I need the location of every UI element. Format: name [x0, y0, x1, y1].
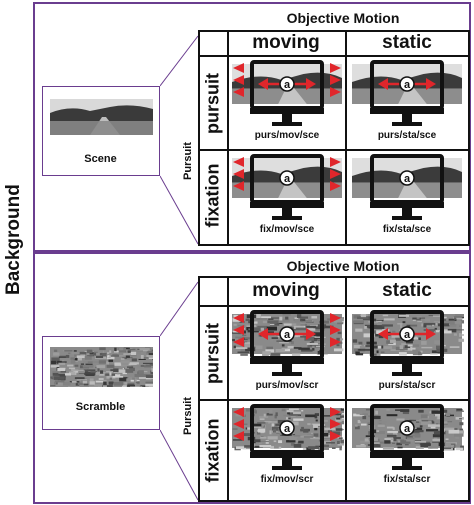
scene-col-moving: moving	[252, 32, 320, 53]
monitor-icon: a	[352, 60, 462, 126]
monitor-icon: a	[232, 154, 342, 220]
monitor-icon: a	[232, 404, 344, 470]
scene-thumbnail-caption: Scene	[84, 153, 117, 165]
cell-caption: fix/mov/sce	[259, 224, 315, 235]
cell-caption: purs/mov/sce	[254, 130, 320, 141]
target-letter: a	[284, 329, 291, 341]
cell-caption: purs/mov/scr	[255, 380, 319, 391]
scramble-row-pursuit: pursuit	[202, 323, 223, 384]
scene-cell-purs-mov: a purs/mov/sce	[230, 58, 344, 148]
scramble-cell-fix-mov: a fix/mov/scr	[230, 402, 344, 494]
target-letter: a	[404, 423, 411, 435]
target-letter: a	[284, 423, 291, 435]
scene-thumbnail-image	[50, 99, 153, 135]
scene-row-pursuit: pursuit	[202, 73, 223, 134]
target-letter: a	[284, 173, 291, 185]
scene-grid-lines	[200, 32, 468, 244]
cell-caption: fix/mov/scr	[260, 474, 314, 485]
monitor-icon: a	[352, 154, 462, 220]
scramble-thumbnail-image	[50, 347, 153, 387]
scramble-col-moving: moving	[252, 280, 320, 301]
scramble-col-static: static	[382, 280, 432, 301]
scene-panel	[33, 2, 471, 252]
scene-cell-purs-sta: a purs/sta/sce	[350, 58, 464, 148]
scene-cell-fix-mov: a fix/mov/sce	[230, 152, 344, 242]
cell-caption: fix/sta/sce	[382, 224, 432, 235]
scene-col-static: static	[382, 32, 432, 53]
scramble-row-fixation: fixation	[202, 418, 223, 483]
scramble-grid-lines	[200, 278, 468, 500]
cell-caption: purs/sta/sce	[377, 130, 437, 141]
scramble-panel	[33, 252, 471, 504]
monitor-icon: a	[352, 310, 464, 376]
monitor-icon: a	[232, 60, 342, 126]
scene-pursuit-side-label: Pursuit	[182, 142, 194, 180]
scene-cell-fix-sta: a fix/sta/sce	[350, 152, 464, 242]
cell-caption: purs/sta/scr	[378, 380, 436, 391]
target-letter: a	[284, 79, 291, 91]
monitor-icon: a	[352, 404, 464, 470]
target-letter: a	[404, 79, 411, 91]
scene-connector	[160, 35, 199, 245]
scramble-objective-motion-title: Objective Motion	[286, 258, 400, 274]
background-axis-label: Background	[3, 184, 24, 295]
scramble-cell-fix-sta: a fix/sta/scr	[350, 402, 464, 494]
scramble-connector	[160, 281, 199, 501]
cell-caption: fix/sta/scr	[383, 474, 431, 485]
target-letter: a	[404, 329, 411, 341]
scramble-pursuit-side-label: Pursuit	[182, 397, 194, 435]
scramble-cell-purs-sta: a purs/sta/scr	[350, 308, 464, 400]
scene-condition-grid	[198, 30, 470, 246]
scramble-cell-purs-mov: a purs/mov/scr	[230, 308, 344, 400]
scramble-thumbnail-box: Scramble	[42, 336, 160, 430]
monitor-icon: a	[232, 310, 344, 376]
scene-row-fixation: fixation	[202, 163, 223, 228]
scramble-thumbnail-caption: Scramble	[75, 401, 126, 413]
scene-thumbnail-box: Scene	[42, 86, 160, 176]
scene-objective-motion-title: Objective Motion	[286, 10, 400, 26]
scramble-condition-grid	[198, 276, 470, 502]
target-letter: a	[404, 173, 411, 185]
